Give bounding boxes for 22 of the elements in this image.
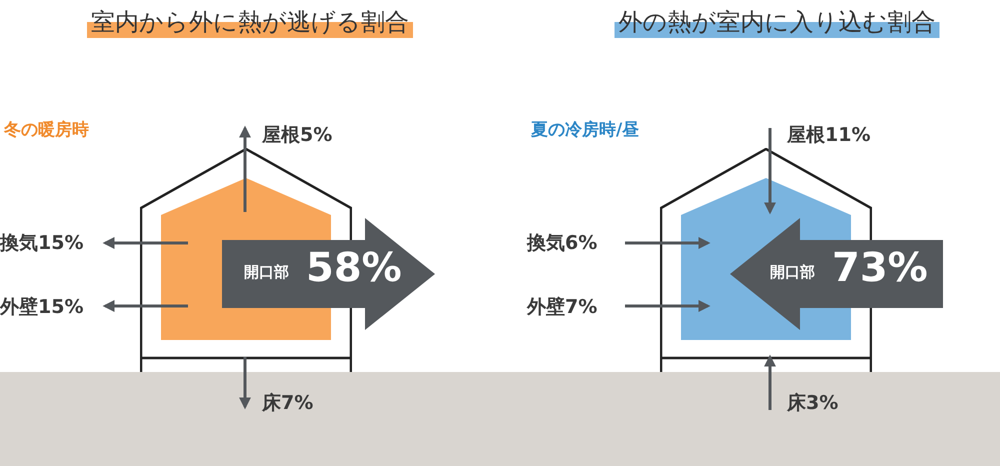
percentage-label: 屋根5% bbox=[262, 122, 332, 148]
arrow bbox=[625, 237, 710, 249]
arrow-label: 開口部 bbox=[244, 263, 289, 282]
percentage-value: 73% bbox=[832, 245, 928, 291]
arrow-label: 開口部 bbox=[770, 263, 815, 282]
block-arrow bbox=[222, 218, 435, 330]
arrow bbox=[102, 237, 188, 249]
percentage-label: 屋根11% bbox=[787, 122, 870, 148]
subheading: 冬の暖房時 bbox=[2, 119, 90, 141]
arrow bbox=[764, 354, 776, 410]
arrow bbox=[625, 300, 710, 312]
arrow bbox=[764, 128, 776, 214]
percentage-label: 床7% bbox=[262, 390, 314, 416]
percentage-label: 床3% bbox=[787, 390, 838, 416]
percentage-label: 外壁7% bbox=[527, 294, 598, 320]
arrow bbox=[239, 357, 251, 410]
arrow bbox=[239, 126, 251, 212]
arrow bbox=[102, 300, 188, 312]
subheading: 夏の冷房時/昼 bbox=[530, 119, 640, 141]
percentage-label: 換気6% bbox=[527, 230, 598, 256]
percentage-value: 58% bbox=[306, 245, 402, 291]
block-arrow bbox=[730, 218, 943, 330]
